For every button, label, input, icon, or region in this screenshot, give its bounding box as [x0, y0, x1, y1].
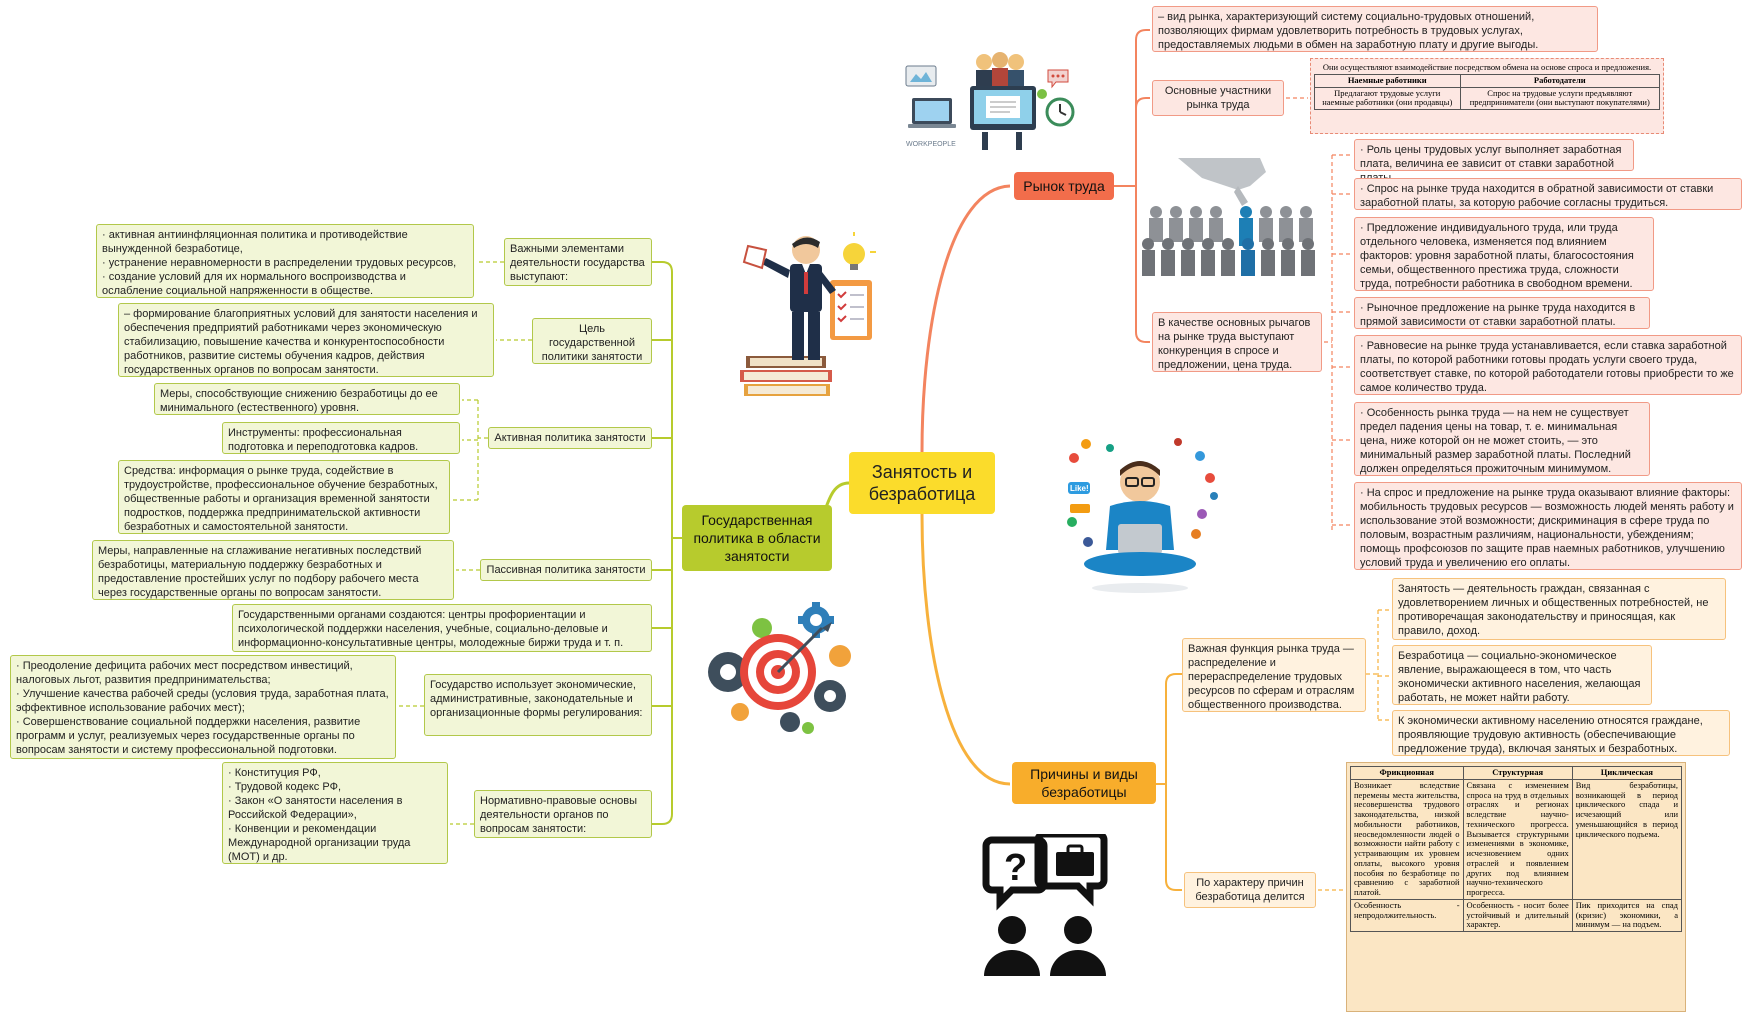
employers-cell: Спрос на трудовые услуги предъявляют пре…: [1459, 86, 1661, 111]
labor-fact-4[interactable]: · Рыночное предложение на рынке труда на…: [1354, 297, 1650, 329]
hand-picking-worker-icon: [1142, 158, 1315, 276]
workplace-collage-icon: WORKPEOPLE: [905, 52, 1075, 150]
state-bodies-created[interactable]: Государственными органами создаются: цен…: [232, 604, 652, 652]
businessman-with-checklist-icon: [740, 232, 876, 396]
employees-cell: Предлагают трудовые услуги наемные работ…: [1314, 86, 1461, 111]
cyclical-feature: Пик приходится на спад (кризис) экономик…: [1571, 898, 1683, 933]
employment-policy-goal-label[interactable]: Цель государственной политики занятости: [532, 318, 652, 364]
active-policy-instruments[interactable]: Инструменты: профессиональная подготовка…: [222, 422, 460, 454]
market-levers[interactable]: В качестве основных рычагов на рынке тру…: [1152, 312, 1322, 372]
labor-fact-3[interactable]: · Предложение индивидуального труда, или…: [1354, 217, 1654, 291]
key-state-elements-detail[interactable]: · активная антиинфляционная политика и п…: [96, 224, 474, 298]
participants-table: Они осуществляют взаимодействие посредст…: [1310, 58, 1664, 134]
key-state-elements-label[interactable]: Важными элементами деятельности государс…: [504, 238, 652, 286]
branch-state-policy[interactable]: Государственная политика в области занят…: [682, 505, 832, 571]
illustration-credit: WORKPEOPLE: [906, 141, 956, 148]
svg-text:Like!: Like!: [1070, 484, 1089, 493]
frictional-feature: Особенность - непродолжительность.: [1350, 898, 1464, 933]
type-structural-header: Структурная: [1462, 766, 1573, 780]
unemployment-types-label[interactable]: По характеру причин безработица делится: [1184, 872, 1316, 908]
active-population-definition[interactable]: К экономически активному населению относ…: [1392, 710, 1730, 756]
employment-definition[interactable]: Занятость — деятельность граждан, связан…: [1392, 578, 1726, 640]
active-policy-means[interactable]: Средства: информация о рынке труда, соде…: [118, 460, 450, 534]
structural-description: Связана с изменением спроса на труд в от…: [1462, 778, 1573, 900]
labor-fact-6[interactable]: · Особенность рынка труда — на нем не су…: [1354, 402, 1650, 476]
legal-basis-detail[interactable]: · Конституция РФ, · Трудовой кодекс РФ, …: [222, 762, 448, 864]
structural-feature: Особенность - носит более устойчивый и д…: [1462, 898, 1573, 933]
branch-unemployment-causes[interactable]: Причины и виды безработицы: [1012, 762, 1156, 804]
labor-fact-7[interactable]: · На спрос и предложение на рынке труда …: [1354, 482, 1742, 570]
social-media-user-icon: Like!: [1067, 438, 1218, 593]
unemployment-definition[interactable]: Безработица — социально-экономическое яв…: [1392, 645, 1652, 705]
cyclical-description: Вид безработицы, возникающей в период ци…: [1571, 778, 1683, 900]
employers-header: Работодатели: [1459, 73, 1661, 88]
svg-text:?: ?: [1004, 847, 1027, 889]
employees-header: Наемные работники: [1314, 73, 1461, 88]
market-function-label[interactable]: Важная функция рынка труда — распределен…: [1182, 638, 1366, 712]
target-gears-icon: [708, 602, 851, 734]
active-policy-label[interactable]: Активная политика занятости: [488, 427, 652, 449]
type-frictional-header: Фрикционная: [1350, 766, 1464, 780]
root-topic[interactable]: Занятость и безработица: [849, 452, 995, 514]
frictional-description: Возникает вследствие перемены места жите…: [1350, 778, 1464, 900]
main-participants-label[interactable]: Основные участники рынка труда: [1152, 80, 1284, 116]
participants-table-caption: Они осуществляют взаимодействие посредст…: [1322, 62, 1652, 72]
question-and-job-chat-icon: ?: [982, 834, 1108, 976]
regulation-forms-detail[interactable]: · Преодоление дефицита рабочих мест поср…: [10, 655, 396, 759]
labor-market-definition[interactable]: – вид рынка, характеризующий систему соц…: [1152, 6, 1598, 52]
labor-fact-1[interactable]: · Роль цены трудовых услуг выполняет зар…: [1354, 139, 1634, 184]
labor-fact-5[interactable]: · Равновесие на рынке труда устанавливае…: [1354, 335, 1742, 395]
branch-labor-market[interactable]: Рынок труда: [1014, 172, 1114, 200]
legal-basis-label[interactable]: Нормативно-правовые основы деятельности …: [474, 790, 652, 838]
passive-policy-label[interactable]: Пассивная политика занятости: [480, 559, 652, 581]
passive-policy-detail[interactable]: Меры, направленные на сглаживание негати…: [92, 540, 454, 600]
employment-policy-goal-detail[interactable]: – формирование благоприятных условий для…: [118, 303, 494, 377]
regulation-forms-label[interactable]: Государство использует экономические, ад…: [424, 674, 652, 736]
unemployment-types-table: Фрикционная Структурная Циклическая Возн…: [1346, 762, 1686, 1012]
labor-fact-2[interactable]: · Спрос на рынке труда находится в обрат…: [1354, 178, 1742, 210]
active-policy-measures[interactable]: Меры, способствующие снижению безработиц…: [154, 383, 460, 415]
type-cyclical-header: Циклическая: [1571, 766, 1683, 780]
